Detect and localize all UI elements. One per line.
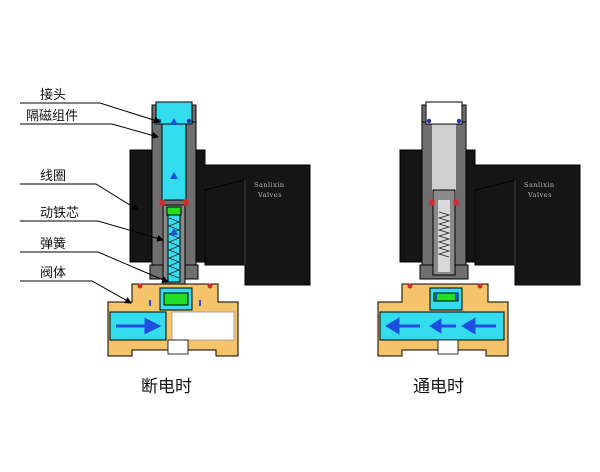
caption-deenergized: 断电时 [141,377,192,397]
brand-subtitle: Valves [257,191,282,199]
plunger-energized [429,189,459,276]
brand-name: Sanlixin [254,181,285,189]
valve-deenergized: Sanlixin Valves [107,101,311,357]
brand-subtitle-2: Valves [527,191,552,199]
caption-energized: 通电时 [413,377,464,397]
connector-energized [425,101,463,125]
valve-body-energized [377,283,509,357]
label-coil: 线圈 [40,169,66,184]
label-isolation-assembly: 隔磁组件 [26,109,78,124]
valve-body [107,283,239,357]
label-valve-body: 阀体 [40,266,66,281]
valve-energized: Sanlixin Valves [377,101,581,357]
spring-energized [437,211,451,258]
brand-name-2: Sanlixin [524,181,555,189]
label-plunger: 动铁芯 [40,206,79,221]
callouts: 接头 隔磁组件 线圈 动铁芯 弹簧 阀体 [20,87,169,304]
label-spring: 弹簧 [40,236,66,252]
label-connector: 接头 [40,87,66,103]
